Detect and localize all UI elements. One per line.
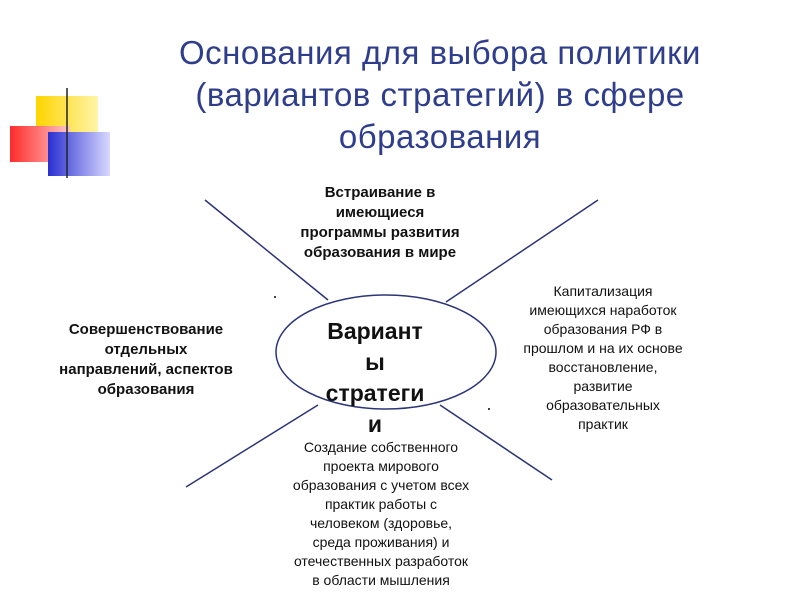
title-decoration bbox=[10, 88, 780, 178]
connector-bottom-left bbox=[185, 404, 319, 488]
center-label: Вариант ы стратеги и bbox=[325, 318, 425, 437]
stray-dot bbox=[488, 408, 490, 410]
connector-bottom-right bbox=[439, 404, 553, 481]
blue-square bbox=[48, 132, 110, 176]
connector-top-right bbox=[445, 199, 599, 303]
node-left: Совершенствование отдельных направлений,… bbox=[59, 321, 233, 398]
center-ellipse bbox=[275, 294, 497, 410]
connector-top-left bbox=[204, 199, 329, 301]
node-top: Встраивание в имеющиеся программы развит… bbox=[300, 184, 460, 261]
node-bottom: Создание собственного проекта мирового о… bbox=[292, 439, 470, 588]
slide-title: Основания для выбора политики (вариантов… bbox=[179, 34, 701, 155]
node-right: Капитализация имеющихся наработок образо… bbox=[523, 283, 683, 432]
stray-dot bbox=[274, 296, 276, 298]
